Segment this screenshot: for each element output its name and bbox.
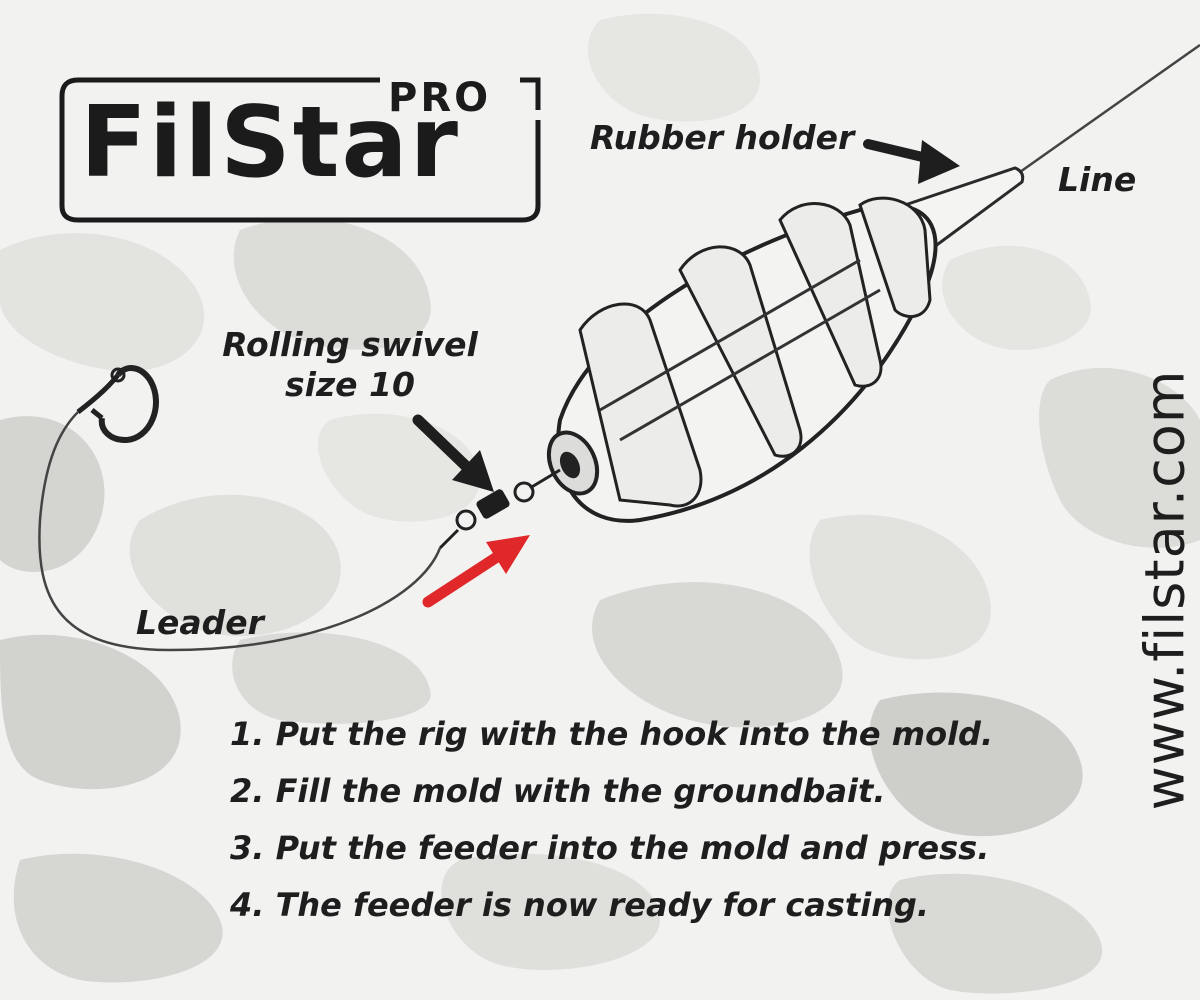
camo-background: [0, 13, 1200, 994]
instruction-step: 3. Put the feeder into the mold and pres…: [230, 829, 990, 867]
instruction-step: 2. Fill the mold with the groundbait.: [230, 772, 886, 810]
swivel-icon: [438, 468, 561, 550]
rolling-swivel-label-line2: size 10: [285, 365, 415, 404]
rolling-swivel-label-line1: Rolling swivel: [222, 325, 478, 364]
instruction-step: 1. Put the rig with the hook into the mo…: [230, 715, 994, 753]
feeder-cage-icon: [546, 196, 938, 523]
logo-superscript: PRO: [388, 75, 492, 121]
rolling-swivel-label: Rolling swivel size 10: [205, 325, 495, 405]
main-line: [1019, 43, 1200, 174]
hook-icon: [76, 365, 159, 444]
arrow-icon: [412, 139, 960, 608]
line-label: Line: [1058, 160, 1137, 199]
instruction-steps: 1. Put the rig with the hook into the mo…: [230, 706, 993, 934]
leader-label: Leader: [136, 603, 264, 642]
website-url: www.filstar.com: [1133, 369, 1197, 811]
logo-frame: [59, 77, 541, 223]
logo-wordmark: FilStar: [80, 86, 461, 200]
rubber-holder-label: Rubber holder: [590, 118, 855, 157]
instruction-step: 4. The feeder is now ready for casting.: [230, 886, 930, 924]
leader-line: [38, 411, 442, 652]
